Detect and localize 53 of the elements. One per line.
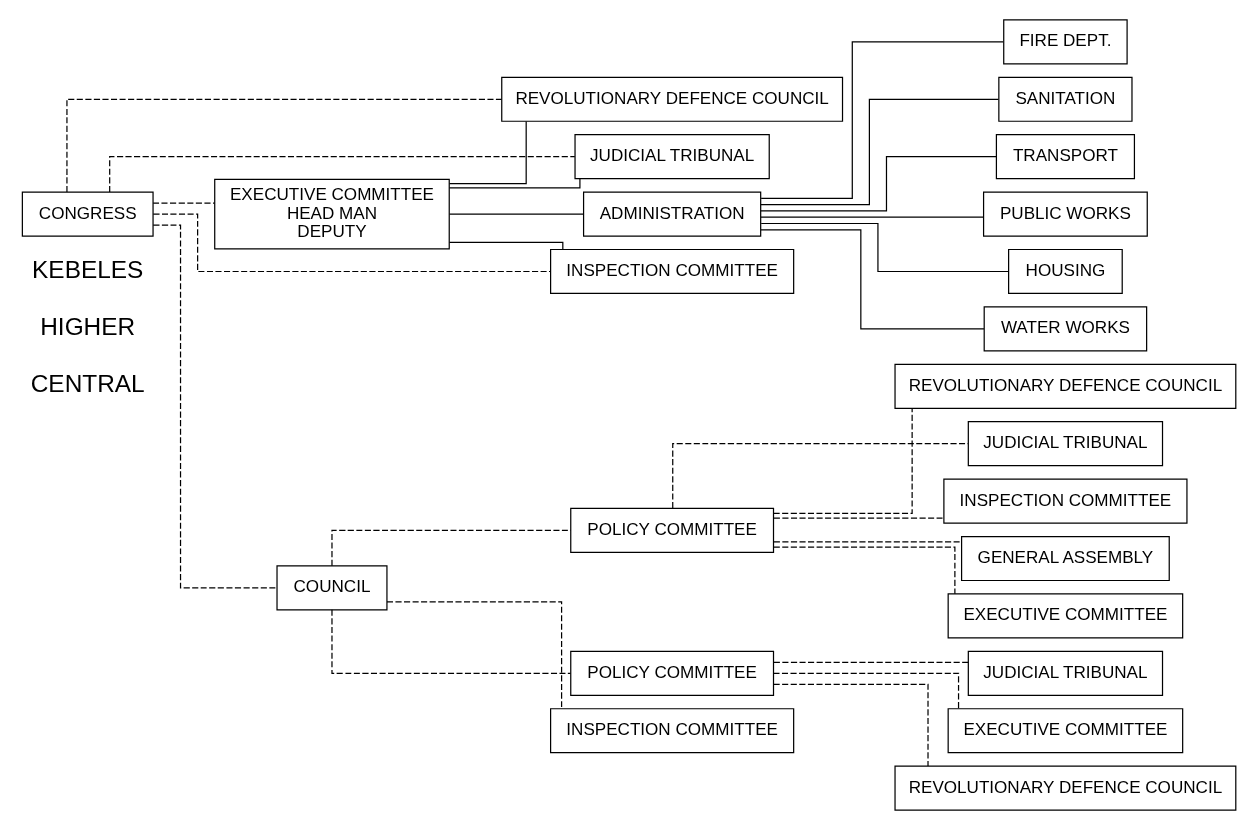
connector bbox=[152, 223, 278, 588]
node-box: EXECUTIVE COMMITTEE bbox=[947, 592, 1184, 638]
connector bbox=[448, 177, 581, 188]
connector bbox=[66, 98, 503, 193]
node-box: JUDICIAL TRIBUNAL bbox=[967, 420, 1164, 466]
connector bbox=[760, 222, 1009, 272]
connector bbox=[331, 529, 572, 566]
connector bbox=[109, 155, 576, 193]
label: HIGHER bbox=[40, 312, 136, 340]
node-box: POLICY COMMITTEE bbox=[570, 507, 775, 553]
connector bbox=[760, 228, 985, 329]
connector bbox=[672, 442, 969, 509]
node-box: INSPECTION COMMITTEE bbox=[550, 248, 795, 294]
connector bbox=[772, 407, 913, 514]
node-box: HOUSING bbox=[1008, 248, 1123, 294]
node-box: REVOLUTIONARY DEFENCE COUNCIL bbox=[894, 765, 1237, 811]
connector bbox=[773, 517, 945, 519]
label: CENTRAL bbox=[30, 369, 145, 397]
connector bbox=[448, 212, 584, 215]
connector bbox=[386, 600, 563, 709]
connector bbox=[773, 683, 929, 767]
connector bbox=[773, 661, 969, 663]
connector bbox=[760, 155, 997, 212]
node-box: TRANSPORT bbox=[995, 133, 1136, 179]
connector bbox=[760, 40, 1004, 199]
node-box: INSPECTION COMMITTEE bbox=[550, 707, 795, 753]
node-box: EXECUTIVE COMMITTEE bbox=[947, 707, 1184, 753]
connector bbox=[772, 672, 960, 709]
node-box: SANITATION bbox=[998, 76, 1133, 122]
connector bbox=[152, 202, 216, 204]
node-box: POLICY COMMITTEE bbox=[570, 650, 775, 696]
node-box: FIRE DEPT. bbox=[1003, 18, 1128, 64]
connector bbox=[448, 120, 527, 184]
node-box: PUBLIC WORKS bbox=[982, 191, 1148, 237]
node-box: JUDICIAL TRIBUNAL bbox=[967, 650, 1164, 696]
node-box: JUDICIAL TRIBUNAL bbox=[574, 133, 770, 179]
label: KEBELES bbox=[32, 255, 144, 283]
connector bbox=[331, 608, 572, 674]
node-box: REVOLUTIONARY DEFENCE COUNCIL bbox=[501, 76, 844, 122]
connector bbox=[773, 540, 962, 542]
node-box: CONGRESS bbox=[21, 191, 154, 237]
connector bbox=[448, 241, 564, 250]
node-box: GENERAL ASSEMBLY bbox=[961, 535, 1170, 581]
node-box: WATER WORKS bbox=[983, 305, 1148, 351]
node-box: INSPECTION COMMITTEE bbox=[943, 478, 1188, 524]
node-box: REVOLUTIONARY DEFENCE COUNCIL bbox=[894, 363, 1237, 409]
node-box: COUNCIL bbox=[276, 564, 388, 610]
connector bbox=[760, 216, 984, 218]
connector bbox=[773, 546, 956, 594]
connector bbox=[152, 212, 552, 272]
connector bbox=[760, 98, 1000, 205]
node-box: EXECUTIVE COMMITTEE HEAD MAN DEPUTY bbox=[214, 178, 450, 249]
node-box: ADMINISTRATION bbox=[582, 191, 762, 237]
